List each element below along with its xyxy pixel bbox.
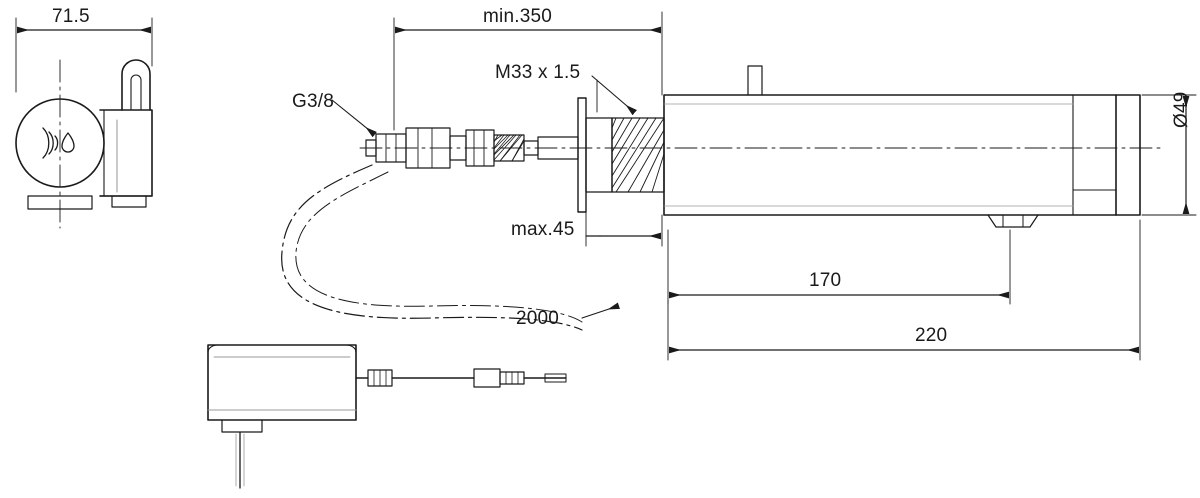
geometry-layer bbox=[15, 11, 1197, 489]
center-lines bbox=[59, 59, 1161, 229]
dimension-label-max-mount-thickness: max.45 bbox=[511, 219, 575, 240]
side-view-sensor-head bbox=[15, 59, 153, 210]
dimension-label-min-inlet-length: min.350 bbox=[483, 6, 552, 27]
inlet-connector bbox=[365, 127, 579, 169]
dimension-label-width-side-view: 71.5 bbox=[52, 6, 90, 27]
dimension-label-cable-length-2000: 2000 bbox=[516, 308, 560, 329]
threaded-shank bbox=[611, 117, 665, 193]
flexible-hose bbox=[281, 164, 583, 331]
power-cable-connector bbox=[355, 368, 567, 388]
dimension-label-overall-length-220: 220 bbox=[915, 325, 948, 346]
power-supply-unit bbox=[207, 344, 357, 489]
dimension-lines bbox=[15, 11, 1197, 361]
dimension-label-diameter-49: Ø49 bbox=[1171, 91, 1192, 128]
mounting-flange bbox=[577, 97, 613, 213]
dimension-label-projection-170: 170 bbox=[809, 270, 842, 291]
spout-body bbox=[663, 65, 1141, 228]
dimension-label-thread-g38: G3/8 bbox=[292, 91, 334, 112]
dimension-label-thread-m33: M33 x 1.5 bbox=[495, 62, 581, 83]
